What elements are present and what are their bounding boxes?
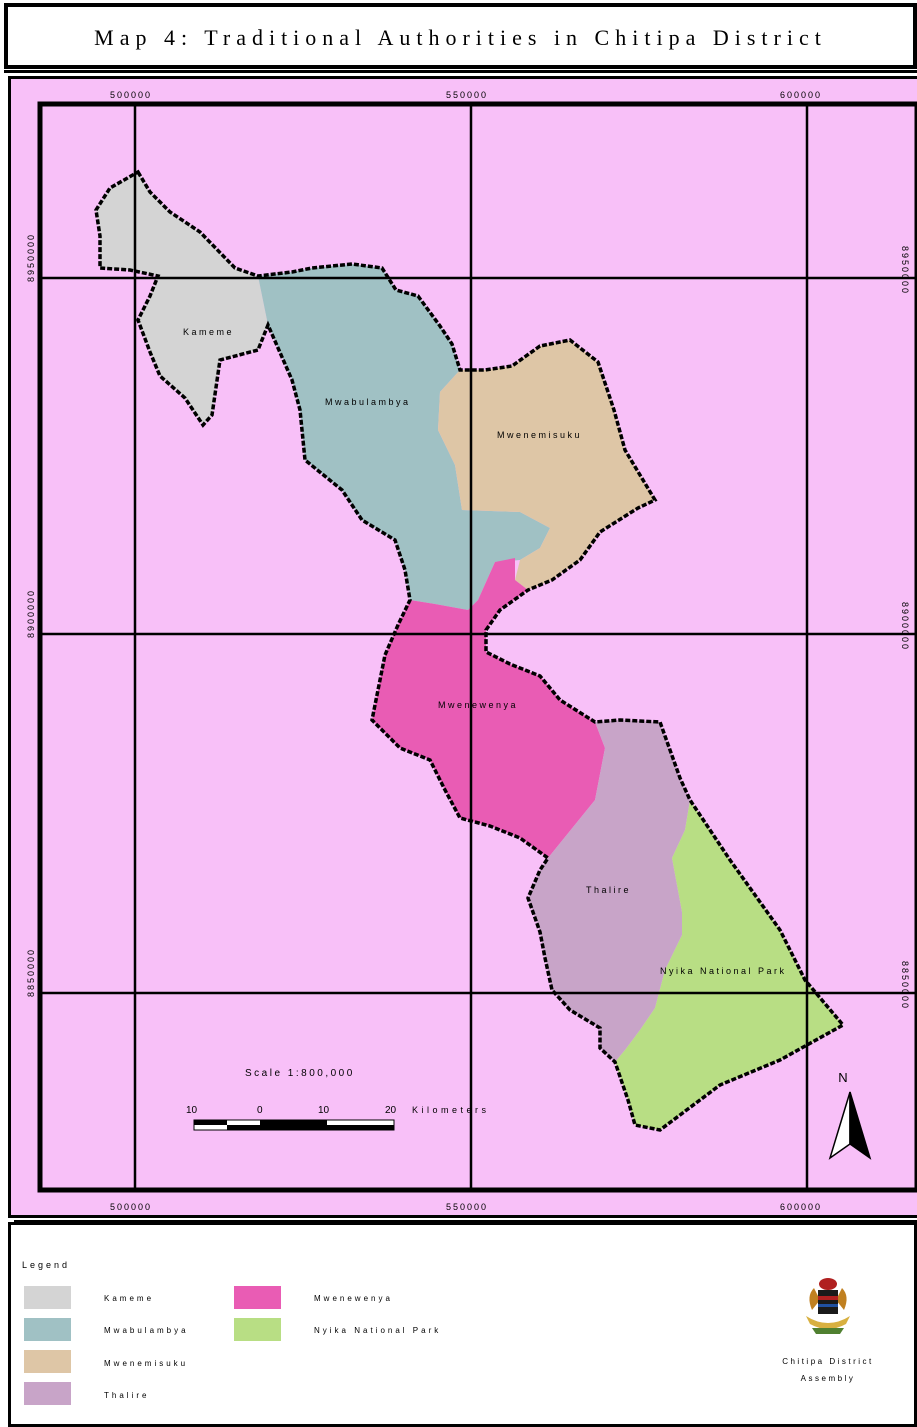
legend-swatch-thalire (24, 1382, 71, 1405)
region-nyika[interactable] (615, 800, 843, 1130)
scale-tick-label: 20 (385, 1105, 397, 1116)
legend-label: Thalire (104, 1391, 149, 1400)
legend-title: Legend (22, 1260, 70, 1270)
legend-label: Mwenemisuku (104, 1359, 188, 1368)
coat-of-arms-icon (806, 1278, 850, 1334)
scale-bar: Scale 1:800,000 10 0 10 20 Kilometers (186, 1068, 490, 1131)
legend-swatch-nyika (234, 1318, 281, 1341)
region-label-mwabulambya: Mwabulambya (325, 397, 411, 407)
legend-label: Kameme (104, 1294, 154, 1303)
scale-unit: Kilometers (412, 1105, 490, 1115)
legend-frame (8, 1222, 917, 1427)
grid-label-top: 550000 (446, 90, 488, 100)
region-label-thalire: Thalire (586, 885, 631, 895)
regions (96, 172, 843, 1130)
grid-label-bottom: 550000 (446, 1202, 488, 1212)
legend-swatch-mwabulambya (24, 1318, 71, 1341)
scale-tick-label: 10 (318, 1105, 330, 1116)
map-title: Map 4: Traditional Authorities in Chitip… (94, 25, 827, 50)
region-label-nyika: Nyika National Park (660, 966, 787, 976)
grid-label-bottom: 600000 (780, 1202, 822, 1212)
region-thalire[interactable] (528, 720, 690, 1062)
scale-text: Scale 1:800,000 (245, 1068, 355, 1079)
north-arrow-icon: N (828, 1070, 872, 1160)
north-label: N (838, 1070, 847, 1085)
map-neatline (37, 101, 917, 1193)
legend-label: Mwenewenya (314, 1294, 393, 1303)
scale-tick-label: 0 (257, 1105, 263, 1116)
region-label-mwenemisuku: Mwenemisuku (497, 430, 582, 440)
grid-label-bottom: 500000 (110, 1202, 152, 1212)
legend-swatch-kameme (24, 1286, 71, 1309)
region-mwabulambya[interactable] (258, 264, 550, 610)
organization-name: Assembly (801, 1374, 856, 1383)
grid-label-top: 500000 (110, 90, 152, 100)
region-kameme[interactable] (96, 172, 268, 425)
legend-label: Mwabulambya (104, 1326, 189, 1335)
organization-name: Chitipa District (782, 1357, 874, 1366)
grid-label-right: 8850000 (900, 961, 910, 1010)
grid-label-top: 600000 (780, 90, 822, 100)
grid-label-left: 8900000 (26, 589, 36, 638)
grid-lines (40, 104, 917, 1190)
legend-label: Nyika National Park (314, 1326, 441, 1335)
grid-label-right: 8950000 (900, 246, 910, 295)
grid-label-right: 8900000 (900, 602, 910, 651)
grid-label-left: 8950000 (26, 233, 36, 282)
scale-tick-label: 10 (186, 1105, 198, 1116)
region-label-mwenewenya: Mwenewenya (438, 700, 518, 710)
region-mwenemisuku[interactable] (438, 340, 655, 590)
title-frame: Map 4: Traditional Authorities in Chitip… (4, 3, 917, 73)
region-label-kameme: Kameme (183, 327, 234, 337)
legend-swatch-mwenewenya (234, 1286, 281, 1309)
legend-swatch-mwenemisuku (24, 1350, 71, 1373)
district-boundary (94, 169, 846, 1132)
grid-label-left: 8850000 (26, 948, 36, 997)
